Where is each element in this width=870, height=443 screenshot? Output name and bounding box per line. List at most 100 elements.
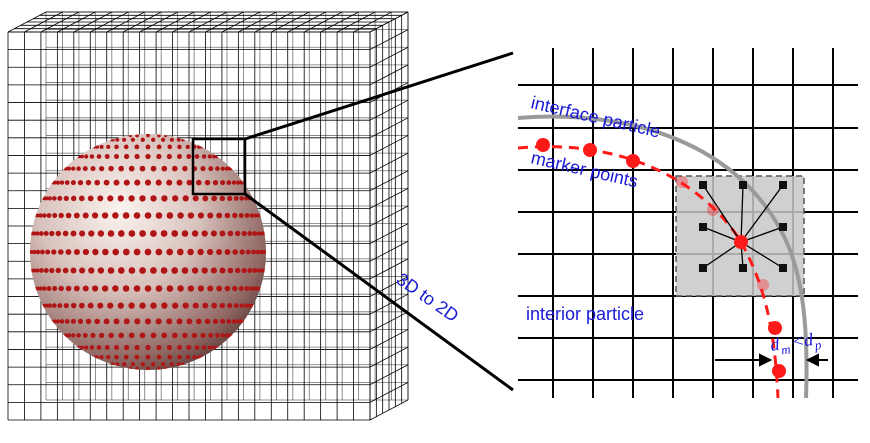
sphere-dot bbox=[122, 362, 127, 367]
sphere-dot bbox=[262, 268, 266, 273]
sphere-dot bbox=[35, 231, 40, 236]
sphere-dot bbox=[194, 345, 200, 350]
sphere-dot bbox=[123, 153, 130, 160]
sphere-dot bbox=[186, 345, 192, 350]
sphere-dot bbox=[108, 332, 114, 339]
sphere-dot bbox=[160, 362, 166, 367]
sphere-dot bbox=[38, 213, 43, 218]
sphere-dot bbox=[216, 212, 223, 219]
sphere-dot bbox=[134, 344, 140, 351]
sphere-dot bbox=[234, 230, 241, 237]
marker-point bbox=[583, 143, 597, 157]
sphere-dot bbox=[117, 230, 125, 237]
sphere-dot bbox=[82, 166, 88, 172]
sphere-dot bbox=[70, 318, 76, 324]
sphere-dot bbox=[44, 196, 49, 201]
sphere-dot bbox=[62, 267, 69, 274]
sphere-dot bbox=[166, 318, 173, 325]
sphere-dot bbox=[97, 195, 104, 202]
sphere-dot bbox=[187, 248, 194, 256]
marker-point bbox=[768, 321, 782, 335]
sphere-dot bbox=[263, 250, 266, 254]
sphere-dot bbox=[214, 345, 219, 350]
sphere-dot bbox=[79, 267, 86, 274]
sphere-dot bbox=[241, 267, 247, 274]
interface-curve bbox=[518, 114, 809, 398]
sphere-dot bbox=[145, 144, 151, 150]
sphere-dot bbox=[207, 345, 212, 350]
stencil-particle bbox=[739, 264, 747, 272]
sphere-dot bbox=[238, 285, 244, 292]
sphere-dot bbox=[78, 302, 85, 309]
sphere-dot bbox=[73, 212, 80, 219]
sphere-dot bbox=[216, 248, 223, 256]
sphere-dot bbox=[134, 153, 140, 160]
sphere-dot bbox=[73, 285, 80, 292]
sphere-dot bbox=[135, 366, 139, 370]
sphere-dot bbox=[80, 345, 84, 350]
sphere-dot bbox=[201, 230, 208, 237]
sphere-dot bbox=[66, 166, 72, 171]
sphere-dot bbox=[96, 345, 102, 350]
sphere-dot bbox=[55, 230, 62, 237]
sphere-dot bbox=[155, 248, 163, 256]
sphere-dot bbox=[70, 195, 77, 202]
sphere-dot bbox=[151, 137, 156, 142]
stencil-spoke bbox=[740, 241, 784, 269]
sphere-dot bbox=[101, 212, 109, 219]
sphere-dot bbox=[71, 166, 76, 171]
sphere-dot bbox=[128, 302, 135, 309]
sphere-dot bbox=[155, 318, 162, 325]
sphere-dot bbox=[98, 165, 105, 172]
sphere-dot bbox=[262, 231, 266, 236]
sphere-dot bbox=[47, 303, 52, 308]
sphere-dot bbox=[206, 248, 214, 256]
sphere-dot bbox=[233, 195, 239, 201]
sphere-dot bbox=[166, 212, 174, 219]
sphere-dot bbox=[128, 195, 135, 202]
marker-point bbox=[734, 235, 748, 249]
sphere-dot bbox=[219, 302, 226, 309]
sphere-dot bbox=[182, 195, 189, 202]
sphere-dot bbox=[227, 195, 233, 202]
sphere-dot bbox=[88, 230, 95, 237]
marker-point-faded bbox=[676, 176, 688, 188]
stencil-particle bbox=[699, 181, 707, 189]
sphere-dot bbox=[107, 302, 114, 309]
stencil-spoke bbox=[702, 184, 742, 243]
sphere-dot bbox=[171, 267, 179, 274]
sphere-dot bbox=[224, 212, 231, 219]
sphere-dot bbox=[46, 286, 52, 291]
sphere-dot bbox=[150, 230, 157, 237]
sphere-dot bbox=[59, 180, 65, 185]
sphere-dot bbox=[133, 248, 141, 256]
sphere-dot bbox=[156, 354, 162, 360]
sphere-dot bbox=[229, 166, 233, 171]
sphere-dot bbox=[219, 267, 226, 274]
sphere-dot bbox=[113, 344, 120, 351]
sphere-dot bbox=[166, 344, 173, 351]
sphere-dot bbox=[202, 302, 209, 309]
sphere-dot bbox=[118, 165, 125, 172]
sphere-dot bbox=[65, 249, 72, 255]
sphere-dot bbox=[32, 249, 37, 255]
sphere-dot bbox=[62, 230, 69, 237]
sphere-dot bbox=[176, 318, 183, 325]
sphere-dot bbox=[176, 362, 181, 367]
sphere-dot bbox=[207, 285, 214, 292]
sphere-dot bbox=[186, 179, 193, 186]
sphere-dot bbox=[76, 166, 81, 171]
sphere-dot bbox=[35, 249, 41, 255]
sphere-dot bbox=[77, 318, 84, 325]
zoom-panel bbox=[518, 48, 858, 398]
sphere-dot bbox=[156, 153, 162, 160]
sphere-dot bbox=[58, 212, 64, 219]
sphere-dot bbox=[156, 144, 162, 150]
sphere-dot bbox=[106, 354, 111, 360]
sphere-dot bbox=[87, 195, 94, 202]
stencil-spoke bbox=[740, 184, 744, 243]
sphere-dot bbox=[97, 230, 105, 237]
zoom-box-icon bbox=[191, 137, 247, 196]
sphere-dot bbox=[253, 286, 258, 291]
sphere-dot bbox=[176, 137, 181, 142]
